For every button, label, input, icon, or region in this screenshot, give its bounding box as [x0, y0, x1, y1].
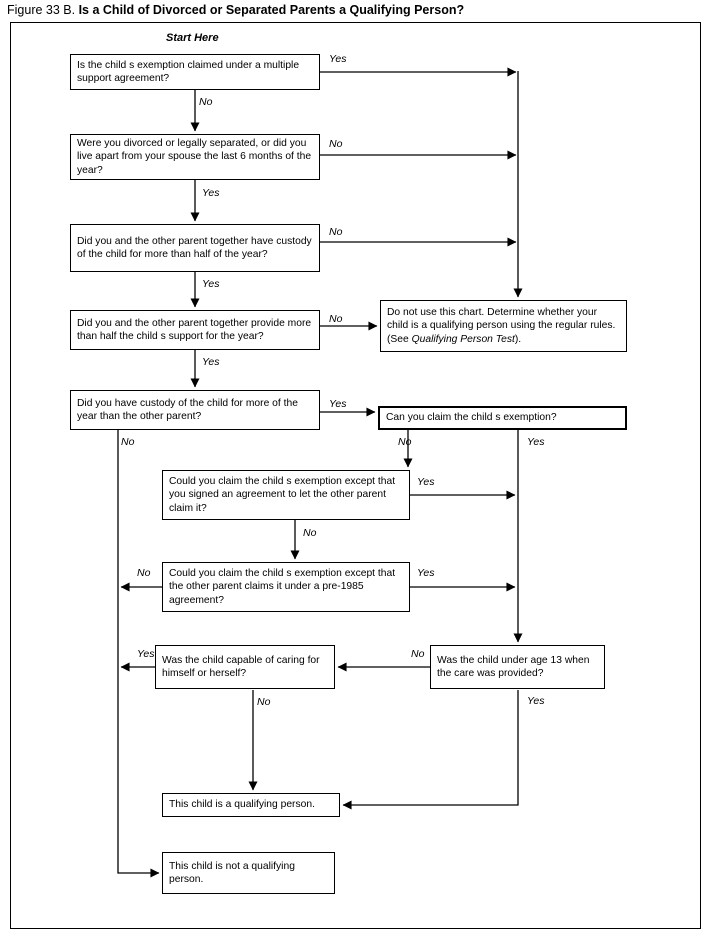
node-pre-1985-text: Could you claim the child s exemption ex…: [169, 567, 396, 606]
edge-label-under-13-yes: Yes: [527, 695, 545, 707]
node-signed-agreement-text: Could you claim the child s exemption ex…: [169, 475, 396, 514]
node-under-13: Was the child under age 13 when the care…: [430, 645, 605, 689]
edge-label-support-together-yes: Yes: [202, 356, 220, 368]
node-custody-more-text: Did you have custody of the child for mo…: [77, 397, 298, 422]
edge-label-signed-agreement-yes: Yes: [417, 476, 435, 488]
node-support-together-text: Did you and the other parent together pr…: [77, 317, 312, 342]
node-can-claim-text: Can you claim the child s exemption?: [386, 412, 557, 424]
node-do-not-use: Do not use this chart. Determine whether…: [380, 300, 627, 352]
edge-label-custody-together-no: No: [329, 226, 343, 238]
node-capable-text: Was the child capable of caring for hims…: [162, 654, 320, 679]
node-divorced: Were you divorced or legally separated, …: [70, 134, 320, 180]
edge-label-multiple-support-yes: Yes: [329, 53, 347, 65]
node-qualifying: This child is a qualifying person.: [162, 793, 340, 817]
edge-label-custody-more-yes: Yes: [329, 398, 347, 410]
edge-label-under-13-no: No: [411, 648, 425, 660]
node-custody-together: Did you and the other parent together ha…: [70, 224, 320, 272]
edge-label-divorced-no: No: [329, 138, 343, 150]
node-not-qualifying: This child is not a qualifying person.: [162, 852, 335, 894]
edge-label-multiple-support-no: No: [199, 96, 213, 108]
edge-label-support-together-no: No: [329, 313, 343, 325]
edge-label-can-claim-yes: Yes: [527, 436, 545, 448]
node-custody-together-text: Did you and the other parent together ha…: [77, 235, 312, 260]
do-not-use-part1: Do not use this chart. Determine whether…: [387, 306, 616, 345]
edge-label-pre-1985-yes: Yes: [417, 567, 435, 579]
figure-number: Figure 33 B.: [7, 3, 76, 17]
edge-label-capable-yes: Yes: [137, 648, 155, 660]
do-not-use-italic: Qualifying Person Test: [411, 333, 515, 345]
node-support-together: Did you and the other parent together pr…: [70, 310, 320, 350]
figure-title: Figure 33 B. Is a Child of Divorced or S…: [7, 3, 464, 17]
edge-label-can-claim-no: No: [398, 436, 412, 448]
node-custody-more: Did you have custody of the child for mo…: [70, 390, 320, 430]
node-not-qualifying-text: This child is not a qualifying person.: [169, 860, 295, 885]
do-not-use-part2: ).: [514, 333, 522, 345]
edge-label-pre-1985-no: No: [137, 567, 151, 579]
node-multiple-support: Is the child s exemption claimed under a…: [70, 54, 320, 90]
node-under-13-text: Was the child under age 13 when the care…: [437, 654, 590, 679]
edge-label-divorced-yes: Yes: [202, 187, 220, 199]
edge-label-signed-agreement-no: No: [303, 527, 317, 539]
start-here-label: Start Here: [166, 32, 219, 44]
node-can-claim: Can you claim the child s exemption?: [378, 406, 627, 430]
node-capable: Was the child capable of caring for hims…: [155, 645, 335, 689]
node-signed-agreement: Could you claim the child s exemption ex…: [162, 470, 410, 520]
edge-label-custody-more-no: No: [121, 436, 135, 448]
node-qualifying-text: This child is a qualifying person.: [169, 799, 315, 811]
chart-border: [10, 22, 701, 929]
node-do-not-use-text: Do not use this chart. Determine whether…: [387, 306, 620, 346]
node-divorced-text: Were you divorced or legally separated, …: [77, 137, 312, 176]
edge-label-custody-together-yes: Yes: [202, 278, 220, 290]
edge-label-capable-no: No: [257, 696, 271, 708]
node-pre-1985: Could you claim the child s exemption ex…: [162, 562, 410, 612]
node-multiple-support-text: Is the child s exemption claimed under a…: [77, 59, 300, 84]
figure-title-text: Is a Child of Divorced or Separated Pare…: [78, 3, 465, 17]
